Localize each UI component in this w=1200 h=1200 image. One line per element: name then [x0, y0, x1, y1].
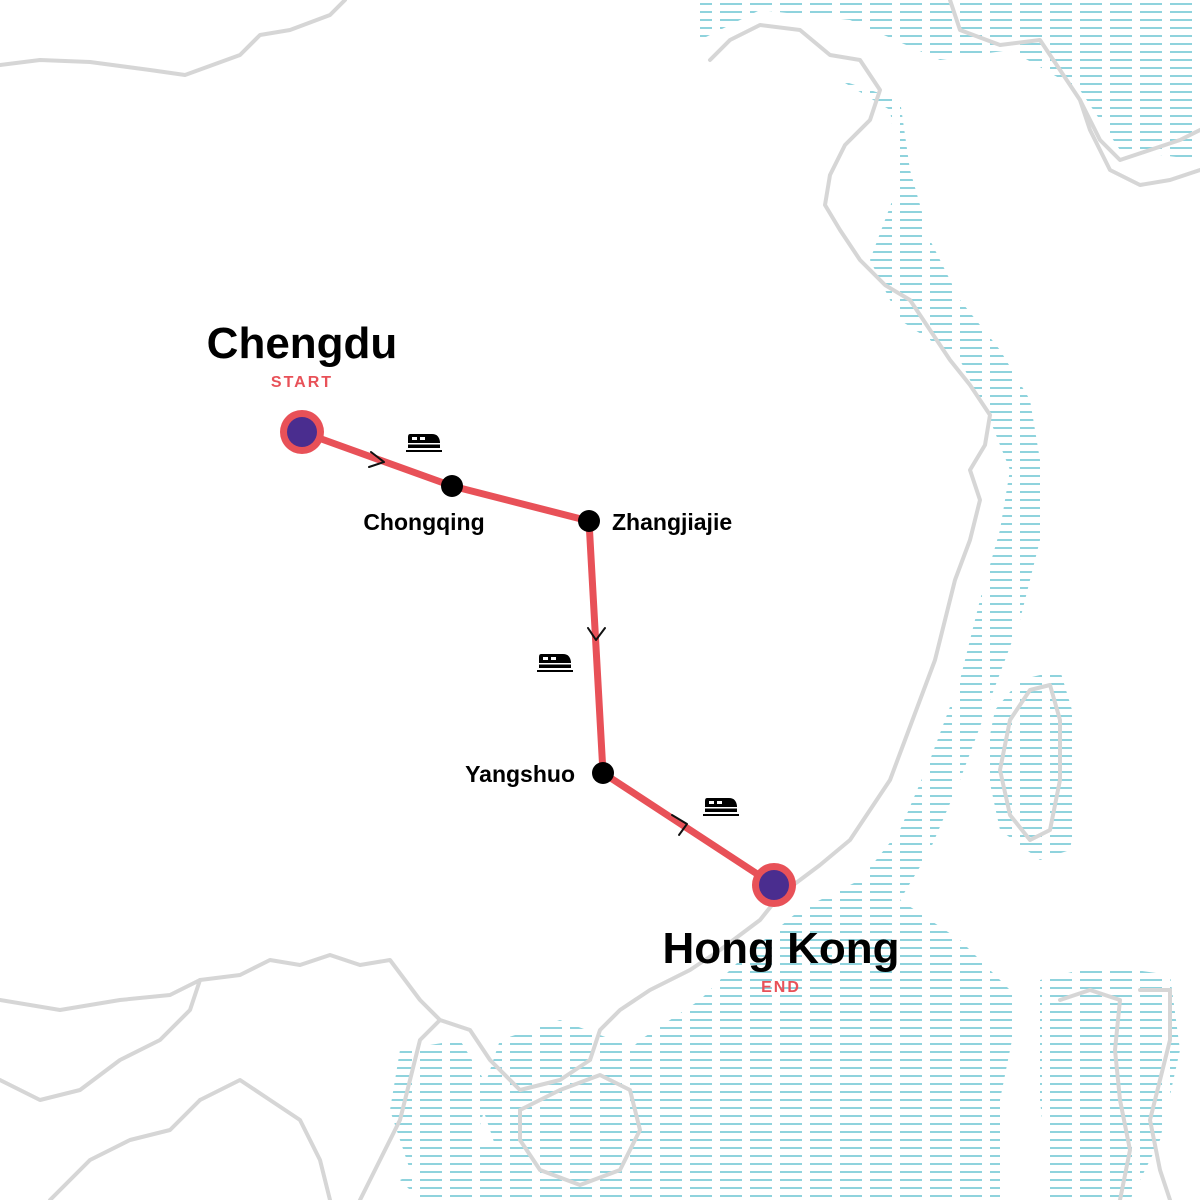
end-marker [752, 863, 796, 907]
stop-label-zhangjiajie: Zhangjiajie [612, 509, 732, 535]
direction-arrow [671, 814, 688, 836]
route-leg-2 [585, 517, 607, 777]
stop-label-chongqing: Chongqing [363, 509, 484, 535]
end-city-label: Hong Kong [662, 924, 899, 973]
end-tag: END [761, 979, 801, 996]
direction-arrows [368, 451, 688, 836]
start-city-label: Chengdu [207, 319, 398, 368]
stop-marker-yangshuo [592, 762, 614, 784]
endpoint-markers [280, 410, 796, 907]
train-icon [703, 798, 739, 816]
train-icon [537, 654, 573, 672]
start-marker [280, 410, 324, 454]
route-leg-1 [298, 428, 593, 525]
start-tag: START [271, 374, 333, 391]
water-hatching [390, 0, 1200, 1200]
route-leg-3 [599, 769, 778, 889]
transport-icons [406, 434, 739, 816]
stop-label-yangshuo: Yangshuo [465, 761, 575, 787]
stop-markers [441, 475, 614, 784]
train-icon [406, 434, 442, 452]
direction-arrow [368, 451, 385, 468]
direction-arrow [587, 627, 606, 641]
route-lines [298, 428, 778, 889]
stop-marker-zhangjiajie [578, 510, 600, 532]
labels: Chengdu START Chongqing Zhangjiajie Yang… [207, 319, 900, 996]
stop-marker-chongqing [441, 475, 463, 497]
